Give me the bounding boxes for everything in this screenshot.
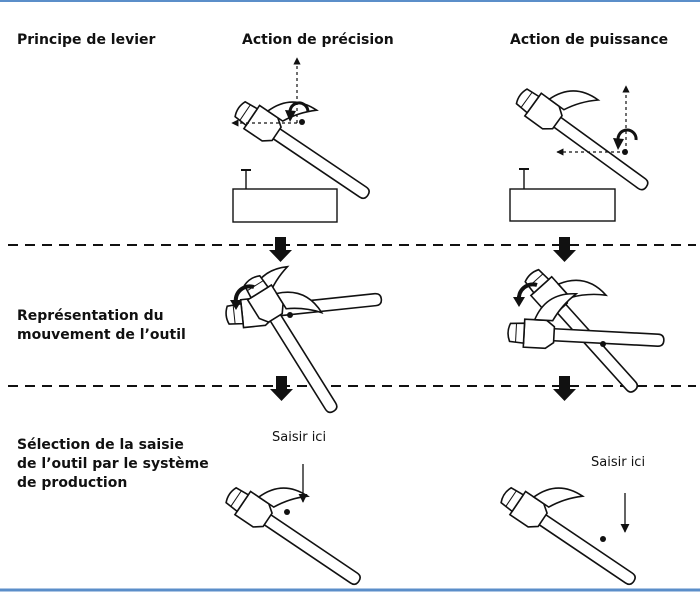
column-header-precision: Action de précision [242,32,394,48]
precision-lever-diagram [229,57,393,223]
power-lever-diagram [509,60,672,222]
row-label-line: mouvement de l’outil [17,327,186,343]
wood-block [232,188,338,223]
power-motion-diagram [506,245,667,401]
grip-label-precision: Saisir ici [272,430,327,445]
precision-grip-diagram [220,458,384,594]
row-label-lever-principle: Principe de levier [17,32,156,48]
precision-motion-diagram [220,255,384,420]
down-arrow-icon [269,237,292,262]
hammer-icon [495,458,659,594]
column-header-power: Action de puissance [510,32,669,48]
power-grip-diagram [495,458,659,594]
hammer-icon [220,256,384,331]
hammer-icon [511,60,672,200]
wood-block [509,188,616,222]
hammer-icon [220,458,384,594]
hammer-icon [238,255,371,420]
row-label-line: de l’outil par le système [17,456,209,472]
pivot-dot [299,119,305,125]
down-arrow-icon [553,237,576,262]
nail-icon [519,168,529,189]
row-label-line: Représentation du [17,308,164,324]
row-label-line: de production [17,475,128,491]
grip-label-power: Saisir ici [591,455,646,470]
row-label-grip-selection: Sélection de la saisie de l’outil par le… [17,436,209,493]
down-arrow-icon [270,376,293,401]
hammer-icon [229,72,393,208]
nail-icon [241,169,251,189]
row-label-line: Sélection de la saisie [17,437,184,453]
down-arrow-icon [553,376,576,401]
row-label-tool-motion: Représentation du mouvement de l’outil [17,307,186,345]
